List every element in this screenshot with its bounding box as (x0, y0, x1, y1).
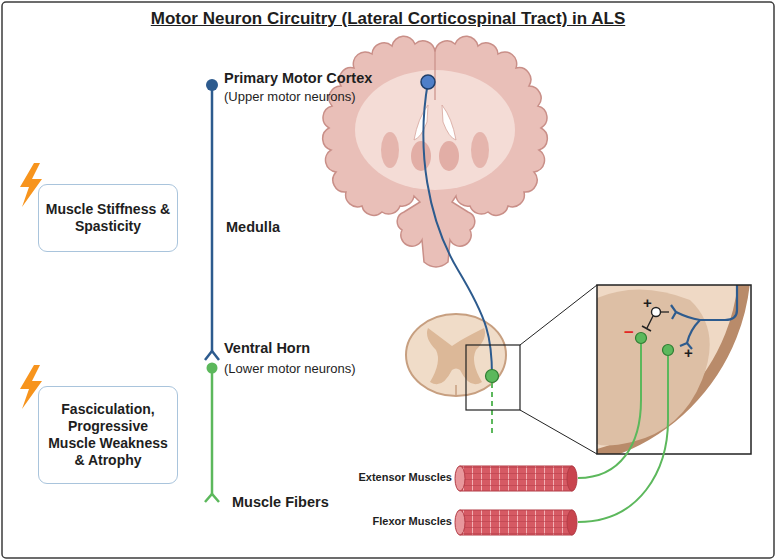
lower-neuron-soma (207, 363, 218, 374)
zoom-leader (520, 285, 597, 345)
basal-ganglia (471, 132, 489, 168)
symptom-box: Fasciculation, Progressive Muscle Weakne… (38, 386, 178, 484)
neuron-annotation: (Upper motor neurons) (224, 90, 356, 105)
motor-axon (578, 344, 641, 478)
synapse-sign: − (624, 323, 634, 343)
upper-neuron-soma (421, 75, 435, 89)
muscle-label: Flexor Muscles (330, 515, 452, 528)
basal-ganglia (381, 132, 399, 168)
spinal-cord-detail (597, 285, 745, 454)
region-label: Muscle Fibers (232, 494, 329, 511)
gray-matter (427, 328, 485, 384)
lower-neuron-axon (491, 383, 493, 434)
thalamus (439, 141, 459, 171)
extensor-muscle (460, 466, 572, 491)
muscle-end (567, 466, 577, 491)
interneuron-axon (647, 316, 653, 328)
median-fissure (455, 385, 457, 396)
axon-terminal (671, 305, 676, 319)
region-label: Primary Motor Cortex (224, 70, 372, 87)
motor-axon (578, 356, 668, 522)
corticospinal-axon (423, 82, 492, 376)
axon-terminal (205, 494, 219, 502)
corticospinal-axon (700, 285, 737, 320)
muscle-end (455, 466, 465, 491)
flexor-muscle (460, 510, 572, 535)
motor-neuron-soma (663, 345, 674, 356)
muscle-end (567, 510, 577, 535)
symptom-text: Muscle Stiffness & Spasticity (44, 201, 172, 235)
ventricle (442, 105, 456, 140)
zoom-region (466, 345, 520, 410)
axon-terminal (205, 351, 219, 360)
motor-neuron-soma (636, 333, 647, 344)
upper-neuron-axon (211, 88, 214, 352)
neuron-annotation: (Lower motor neurons) (224, 362, 356, 377)
zoom-leader (520, 410, 597, 454)
synapse-sign: + (643, 294, 652, 311)
diagram-title: Motor Neuron Circuitry (Lateral Corticos… (0, 9, 776, 29)
region-label: Medulla (226, 219, 280, 236)
muscle-end (455, 510, 465, 535)
inset-frame (597, 285, 751, 454)
lower-neuron-axon (211, 373, 214, 494)
inhibitory-interneuron (652, 308, 661, 317)
muscle-label: Extensor Muscles (330, 471, 452, 484)
lower-neuron-soma (486, 370, 499, 383)
inhibitory-terminal (642, 326, 651, 331)
upper-neuron-soma (206, 79, 218, 91)
thalamus (411, 141, 431, 171)
axon-branch (676, 312, 700, 320)
axon-branch (687, 320, 700, 343)
longitudinal-fissure (434, 52, 435, 100)
region-label: Ventral Horn (224, 340, 310, 357)
symptom-box: Muscle Stiffness & Spasticity (38, 184, 178, 252)
interneuron-dendrite (661, 311, 669, 312)
synapse-sign: + (684, 344, 693, 361)
ventral-horn (597, 289, 710, 445)
symptom-text: Fasciculation, Progressive Muscle Weakne… (44, 401, 172, 469)
ventricle (414, 105, 428, 140)
